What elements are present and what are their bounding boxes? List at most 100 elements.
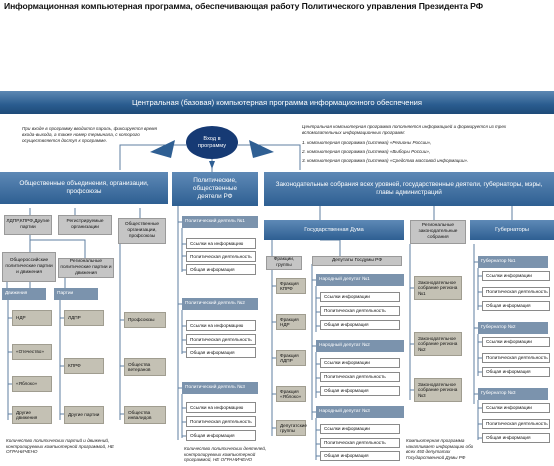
connector [178, 221, 182, 389]
governor-item: Общая информация [482, 301, 550, 311]
arrow-left-icon [150, 140, 175, 158]
dossier-item: Ссылки на информацию [186, 402, 256, 413]
parties-header: Партии [54, 288, 98, 300]
governors-header: Губернаторы [470, 220, 554, 240]
governor-item: Ссылки информации [482, 271, 550, 281]
party-item: ЛДПР [64, 310, 104, 326]
dossier-item: Общая информация [186, 430, 256, 441]
connector [410, 287, 414, 391]
entry-label: Вход в программу [197, 136, 227, 149]
deputy-item: Политическая деятельность [320, 306, 400, 316]
registered-orgs-box: Регистрируемые организации [58, 215, 112, 235]
assembly-item: Законодательное собрание региона №1 [414, 276, 462, 300]
dossier-item: Общая информация [186, 347, 256, 358]
subprogram-item: 2. компьютерная программа (система) «Выб… [302, 148, 431, 154]
connector [30, 239, 86, 258]
org-item: Общества ветеранов [124, 358, 166, 376]
movement-item: Другие движения [12, 406, 52, 424]
col2-header: Политические, общественные деятели РФ [172, 172, 258, 206]
faction-item: Фракция «Яблоко» [276, 386, 306, 402]
deputy-title: Народный депутат №1 [316, 274, 404, 286]
governor-item: Политическая деятельность [482, 287, 550, 297]
entry-ellipse: Вход в программу [186, 126, 238, 159]
dossier-item: Политическая деятельность [186, 251, 256, 262]
connector [181, 394, 186, 438]
subprograms-intro: Центральная компьютерная программа попол… [302, 124, 507, 135]
dossier-title: Политический деятель №1 [182, 216, 258, 228]
movement-item: НДР [12, 310, 52, 326]
party-item: Другие партии [64, 406, 104, 424]
movement-item: «Отечество» [12, 344, 52, 360]
regional-parties-box: Региональные политические партии и движе… [58, 258, 114, 278]
parties-movements-box: ЛДПР,КПРФ,Другие партии [4, 215, 52, 235]
regional-assemblies-box: Региональные законодательные собрания [410, 220, 466, 244]
governor-item: Ссылки информации [482, 337, 550, 347]
dossier-title: Политический деятель №3 [182, 382, 258, 394]
faction-item: Фракция НДР [276, 314, 306, 330]
factions-header: Фракции, группы [266, 256, 302, 270]
governor-title: Губернатор №3 [478, 388, 548, 400]
movements-header: Движения [2, 288, 46, 300]
connector [120, 319, 124, 415]
org-item: Профсоюзы [124, 312, 166, 328]
deputy-item: Ссылки информации [320, 292, 400, 302]
faction-item: Фракция КПРФ [276, 278, 306, 294]
deputy-item: Общая информация [320, 386, 400, 396]
col2-footnote: Количество политических деятелей, контро… [184, 446, 267, 463]
deputy-item: Политическая деятельность [320, 372, 400, 382]
all-russian-parties-box: Общероссийские политические партии и дви… [2, 252, 56, 282]
dossier-item: Ссылки на информацию [186, 320, 256, 331]
deputies-header: Депутаты Госдумы РФ [312, 256, 402, 266]
col1-footnote: Количество политических партий и движени… [6, 438, 114, 455]
col3-footnote: Компьютерная программа накапливает инфор… [406, 438, 474, 461]
deputy-item: Ссылки информации [320, 424, 400, 434]
connector [320, 239, 341, 256]
connector [315, 352, 320, 398]
connector [315, 418, 320, 460]
connector [238, 144, 301, 170]
page-title: Информационная компьютерная программа, о… [4, 1, 483, 11]
faction-item: Депутатские группы [276, 420, 307, 436]
connector [477, 400, 482, 440]
governor-item: Общая информация [482, 433, 550, 443]
connector [477, 268, 482, 310]
dossier-title: Политический деятель №2 [182, 298, 258, 310]
col3-header: Законодательные собрания всех уровней, г… [264, 172, 554, 206]
governor-title: Губернатор №2 [478, 322, 548, 334]
movement-item: «Яблоко» [12, 376, 52, 392]
social-orgs-box: Общественные организации, профсоюзы [118, 218, 166, 244]
governor-item: Политическая деятельность [482, 419, 550, 429]
connector [8, 317, 12, 415]
deputy-item: Общая информация [320, 451, 400, 461]
connector [477, 334, 482, 376]
subprogram-item: 1. компьютерная программа (система) «Рег… [302, 139, 432, 145]
connector [181, 310, 186, 354]
deputy-item: Ссылки информации [320, 358, 400, 368]
deputy-item: Политическая деятельность [320, 438, 400, 448]
dossier-item: Политическая деятельность [186, 334, 256, 345]
connector [272, 285, 276, 429]
deputy-title: Народный депутат №2 [316, 340, 404, 352]
connector [474, 261, 478, 395]
deputy-title: Народный депутат №3 [316, 406, 404, 418]
party-item: КПРФ [64, 358, 104, 374]
arrow-right-icon [249, 140, 274, 158]
assembly-item: Законодательное собрание региона №2 [414, 332, 462, 356]
login-note: При входе в программу вводится пароль, ф… [22, 126, 158, 143]
arrow-down-icon [209, 161, 215, 169]
org-item: Общества инвалидов [124, 406, 166, 424]
connector [181, 228, 186, 272]
connector [119, 144, 186, 170]
central-program-banner: Центральная (базовая) компьютерная прогр… [0, 91, 554, 114]
faction-item: Фракция ЛДПР [276, 350, 306, 366]
subprogram-item: 3. компьютерная программа (система) «Сре… [302, 157, 469, 163]
governor-title: Губернатор №1 [478, 256, 548, 268]
subprograms-note: Центральная компьютерная программа попол… [302, 124, 532, 164]
governor-item: Ссылки информации [482, 403, 550, 413]
dossier-item: Ссылки на информацию [186, 238, 256, 249]
governor-item: Общая информация [482, 367, 550, 377]
dossier-item: Политическая деятельность [186, 416, 256, 427]
governor-item: Политическая деятельность [482, 353, 550, 363]
